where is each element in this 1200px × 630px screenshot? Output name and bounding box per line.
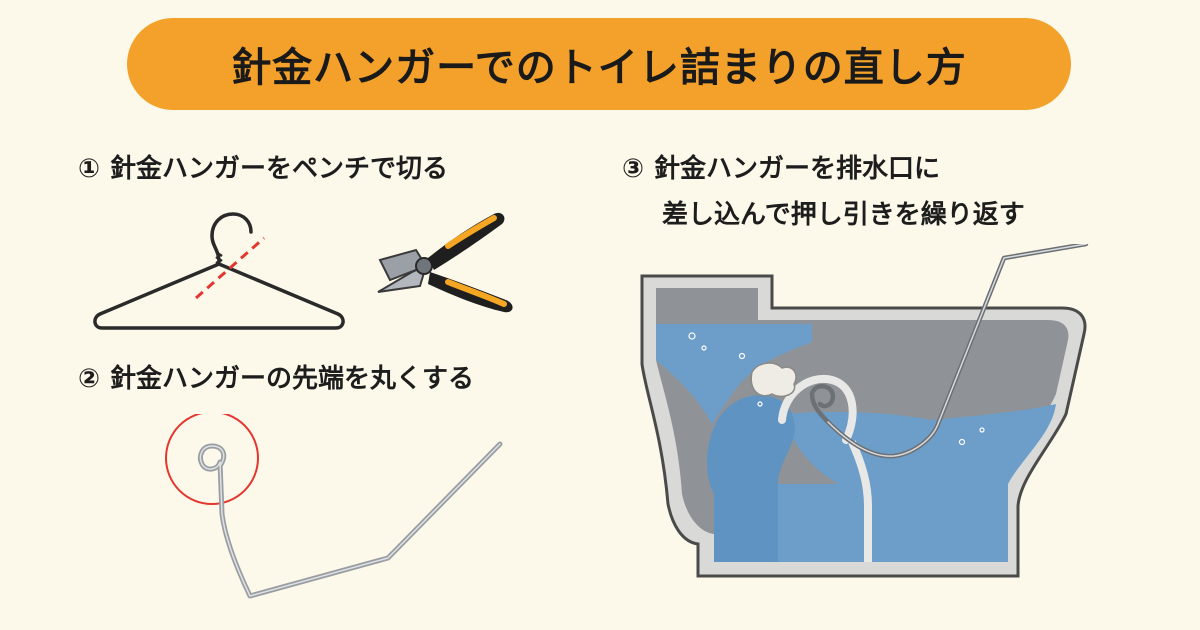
step-1-heading: ① 針金ハンガーをペンチで切る — [78, 146, 448, 192]
step-text-line2: 差し込んで押し引きを繰り返す — [662, 200, 1025, 230]
step-number: ③ — [622, 154, 645, 184]
step-text-line1: 針金ハンガーを排水口に — [654, 154, 941, 184]
toilet-cross-section — [640, 244, 1089, 578]
pliers-icon — [377, 212, 513, 313]
step-number: ① — [78, 154, 101, 184]
page-title: 針金ハンガーでのトイレ詰まりの直し方 — [231, 45, 967, 91]
step-text: 針金ハンガーをペンチで切る — [110, 154, 449, 184]
step-text: 針金ハンガーの先端を丸くする — [110, 364, 475, 394]
title-banner: 針金ハンガーでのトイレ詰まりの直し方 — [127, 18, 1071, 110]
bent-wire-icon — [165, 414, 503, 599]
step-2-heading: ② 針金ハンガーの先端を丸くする — [78, 356, 474, 402]
step-3-heading: ③ 針金ハンガーを排水口に 差し込んで押し引きを繰り返す — [622, 146, 1025, 238]
step-number: ② — [78, 364, 101, 394]
wire-hanger-icon — [93, 212, 345, 330]
